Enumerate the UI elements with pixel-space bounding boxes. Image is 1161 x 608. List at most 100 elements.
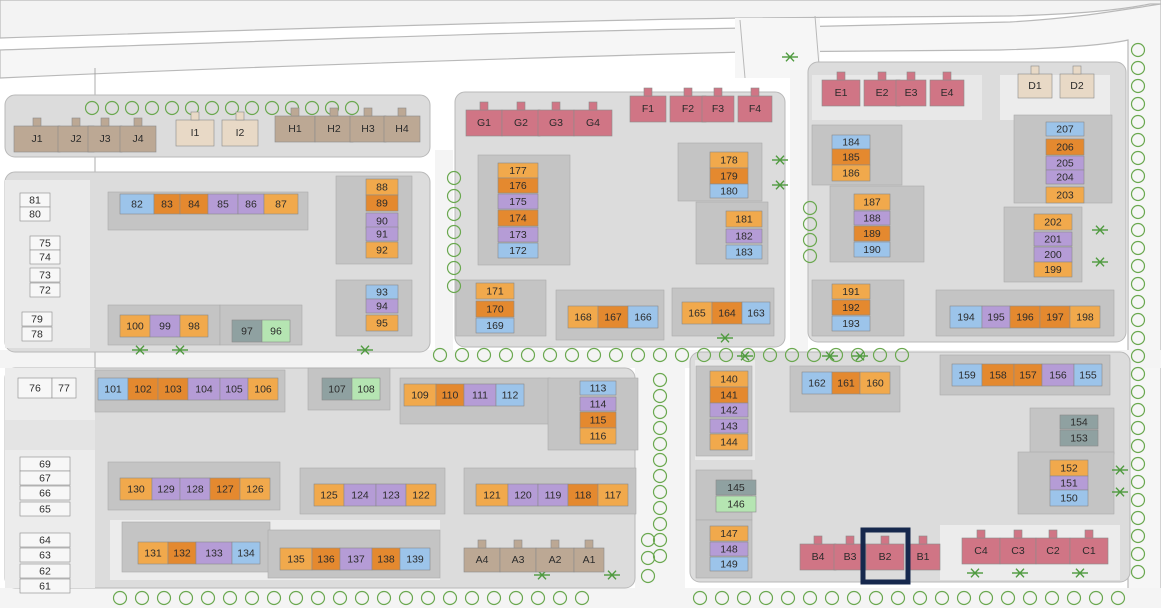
plot-116[interactable]: 116 — [579, 427, 617, 445]
plot-153-shape[interactable] — [1059, 429, 1099, 447]
plot-85[interactable]: 85 — [207, 193, 239, 215]
plot-202-shape[interactable] — [1033, 213, 1073, 231]
plot-186[interactable]: 186 — [831, 164, 871, 182]
plot-197[interactable]: 197 — [1039, 305, 1071, 329]
building-B1[interactable]: B1 — [905, 535, 941, 571]
building-D2[interactable]: D2 — [1059, 65, 1095, 99]
plot-206-shape[interactable] — [1045, 138, 1085, 156]
plot-182-shape[interactable] — [725, 228, 763, 244]
building-G4[interactable]: G4 — [573, 101, 613, 137]
plot-139[interactable]: 139 — [399, 547, 431, 571]
plot-113[interactable]: 113 — [579, 380, 617, 396]
building-I2[interactable]: I2 — [221, 111, 259, 147]
building-H3-shape[interactable] — [349, 115, 387, 143]
plot-115[interactable]: 115 — [579, 411, 617, 429]
plot-79[interactable]: 79 — [21, 311, 53, 327]
plot-64-shape[interactable] — [19, 532, 71, 548]
plot-108-shape[interactable] — [351, 377, 381, 401]
plot-176[interactable]: 176 — [497, 177, 539, 194]
building-G4-shape[interactable] — [573, 109, 613, 137]
plot-198-shape[interactable] — [1069, 305, 1101, 329]
building-G1[interactable]: G1 — [465, 101, 503, 137]
plot-73[interactable]: 73 — [29, 267, 61, 283]
plot-80[interactable]: 80 — [19, 206, 51, 222]
building-E4[interactable]: E4 — [929, 71, 965, 107]
plot-127[interactable]: 127 — [209, 477, 241, 501]
plot-150[interactable]: 150 — [1049, 489, 1089, 507]
building-B4-shape[interactable] — [799, 543, 837, 571]
plot-122-shape[interactable] — [405, 483, 437, 507]
plot-171[interactable]: 171 — [475, 282, 515, 300]
plot-121[interactable]: 121 — [475, 483, 509, 507]
building-D2-shape[interactable] — [1059, 73, 1095, 99]
plot-67[interactable]: 67 — [19, 470, 71, 486]
plot-195[interactable]: 195 — [981, 305, 1011, 329]
plot-203-shape[interactable] — [1045, 186, 1085, 204]
building-C1[interactable]: C1 — [1069, 529, 1109, 565]
plot-173[interactable]: 173 — [497, 226, 539, 243]
plot-155-shape[interactable] — [1073, 363, 1103, 387]
plot-88[interactable]: 88 — [365, 178, 399, 196]
plot-155[interactable]: 155 — [1073, 363, 1103, 387]
plot-192[interactable]: 192 — [831, 299, 871, 316]
building-B1-shape[interactable] — [905, 543, 941, 571]
plot-111[interactable]: 111 — [463, 383, 497, 407]
building-H1[interactable]: H1 — [274, 107, 316, 143]
plot-191-shape[interactable] — [831, 283, 871, 300]
plot-169-shape[interactable] — [475, 317, 515, 334]
plot-98[interactable]: 98 — [179, 314, 209, 338]
plot-87[interactable]: 87 — [263, 193, 299, 215]
plot-207-shape[interactable] — [1045, 121, 1085, 137]
plot-79-shape[interactable] — [21, 311, 53, 327]
plot-167[interactable]: 167 — [597, 305, 629, 329]
building-C3-shape[interactable] — [999, 537, 1037, 565]
plot-160-shape[interactable] — [859, 371, 891, 395]
plot-157[interactable]: 157 — [1013, 363, 1043, 387]
plot-137[interactable]: 137 — [339, 547, 373, 571]
plot-114-shape[interactable] — [579, 396, 617, 412]
plot-164[interactable]: 164 — [711, 301, 743, 325]
plot-202[interactable]: 202 — [1033, 213, 1073, 231]
plot-63-shape[interactable] — [19, 547, 71, 563]
plot-101[interactable]: 101 — [97, 377, 129, 401]
plot-76[interactable]: 76 — [17, 377, 53, 399]
building-F3[interactable]: F3 — [701, 87, 735, 123]
plot-163[interactable]: 163 — [741, 301, 771, 325]
building-C4[interactable]: C4 — [961, 529, 1001, 565]
plot-104[interactable]: 104 — [187, 377, 221, 401]
plot-83[interactable]: 83 — [153, 193, 181, 215]
plot-170-shape[interactable] — [475, 300, 515, 318]
plot-175-shape[interactable] — [497, 193, 539, 210]
building-D1[interactable]: D1 — [1017, 65, 1053, 99]
plot-199-shape[interactable] — [1033, 261, 1073, 278]
plot-183-shape[interactable] — [725, 244, 763, 260]
plot-142-shape[interactable] — [709, 402, 749, 418]
plot-94[interactable]: 94 — [365, 298, 399, 314]
plot-66[interactable]: 66 — [19, 485, 71, 501]
plot-90[interactable]: 90 — [365, 212, 399, 230]
plot-61-shape[interactable] — [19, 578, 71, 594]
plot-190[interactable]: 190 — [853, 241, 891, 258]
plot-93[interactable]: 93 — [365, 284, 399, 300]
plot-92[interactable]: 92 — [365, 241, 399, 259]
plot-177[interactable]: 177 — [497, 162, 539, 179]
plot-158[interactable]: 158 — [981, 363, 1015, 387]
plot-77-shape[interactable] — [51, 377, 77, 399]
plot-118[interactable]: 118 — [567, 483, 599, 507]
building-J4-shape[interactable] — [119, 125, 157, 153]
building-E1[interactable]: E1 — [821, 71, 861, 107]
plot-168[interactable]: 168 — [567, 305, 599, 329]
plot-160[interactable]: 160 — [859, 371, 891, 395]
plot-132[interactable]: 132 — [167, 541, 197, 565]
plot-81[interactable]: 81 — [19, 192, 51, 208]
plot-180-shape[interactable] — [709, 183, 749, 199]
plot-172[interactable]: 172 — [497, 242, 539, 259]
plot-193-shape[interactable] — [831, 315, 871, 332]
plot-179[interactable]: 179 — [709, 167, 749, 185]
building-C3[interactable]: C3 — [999, 529, 1037, 565]
building-B2-shape[interactable] — [865, 543, 905, 571]
plot-89[interactable]: 89 — [365, 194, 399, 212]
building-F2[interactable]: F2 — [669, 87, 707, 123]
plot-190-shape[interactable] — [853, 241, 891, 258]
plot-113-shape[interactable] — [579, 380, 617, 396]
